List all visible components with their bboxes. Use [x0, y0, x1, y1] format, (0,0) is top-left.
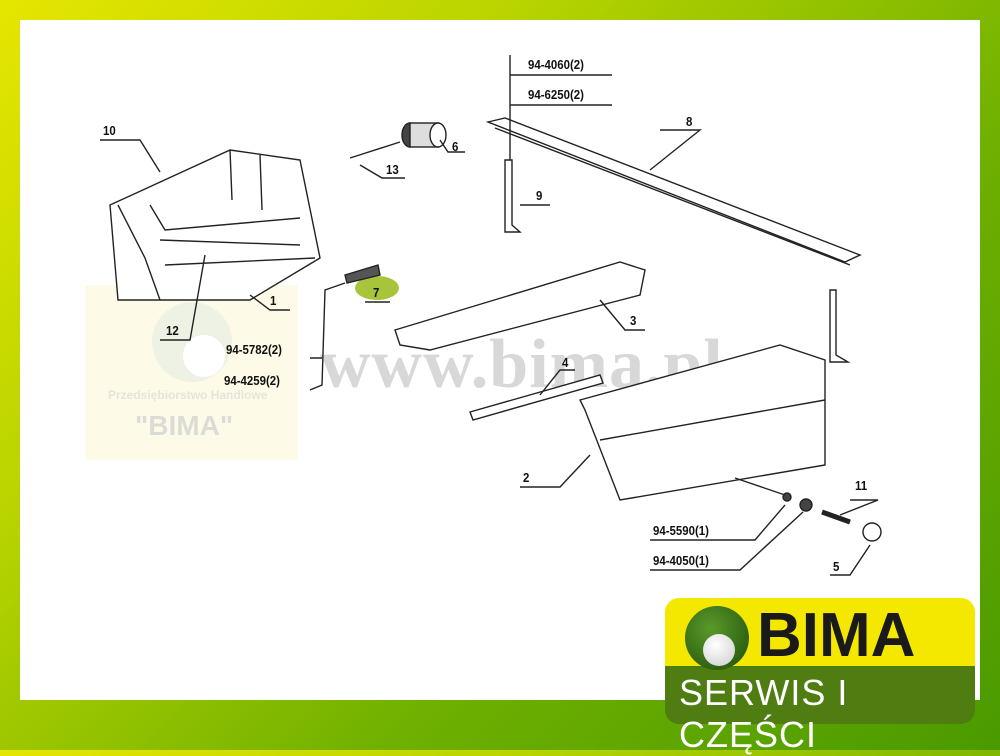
- label-94-5590: 94-5590(1): [653, 523, 709, 538]
- label-94-6250: 94-6250(2): [528, 87, 584, 102]
- part-6-roller: [401, 122, 447, 148]
- bima-logo: BIMA SERWIS I CZĘŚCI: [665, 598, 975, 755]
- logo-name: BIMA: [757, 601, 916, 670]
- part-8-rail: [485, 117, 862, 263]
- watermark-logo-dot: [183, 335, 225, 377]
- watermark-company-line: Przedsiębiorstwo Handlowe: [108, 388, 268, 402]
- label-8: 8: [686, 114, 693, 129]
- part-4-bar: [469, 374, 604, 421]
- label-94-4050: 94-4050(1): [653, 553, 709, 568]
- part-3-channel: [394, 261, 646, 351]
- label-5: 5: [833, 559, 840, 574]
- logo-ball-highlight-icon: [703, 634, 735, 666]
- label-1: 1: [270, 293, 277, 308]
- label-94-4060: 94-4060(2): [528, 57, 584, 72]
- label-94-5782: 94-5782(2): [226, 342, 282, 357]
- label-10: 10: [103, 123, 116, 138]
- label-3: 3: [630, 313, 637, 328]
- logo-bottom-band: [665, 666, 975, 724]
- label-9: 9: [536, 188, 543, 203]
- label-2: 2: [523, 470, 530, 485]
- watermark-company-name: "BIMA": [135, 410, 234, 441]
- label-7: 7: [373, 285, 380, 300]
- leader-lines-left: [100, 139, 290, 341]
- part-7-highlight: [355, 276, 399, 300]
- label-12: 12: [166, 323, 179, 338]
- label-4: 4: [562, 355, 569, 370]
- part-2-cover: [578, 344, 826, 501]
- label-94-4259: 94-4259(2): [224, 373, 280, 388]
- label-6: 6: [452, 139, 459, 154]
- part-10-box: [109, 149, 321, 301]
- label-11: 11: [855, 478, 868, 493]
- logo-tagline: SERWIS I CZĘŚCI: [679, 672, 849, 755]
- label-13: 13: [386, 162, 399, 177]
